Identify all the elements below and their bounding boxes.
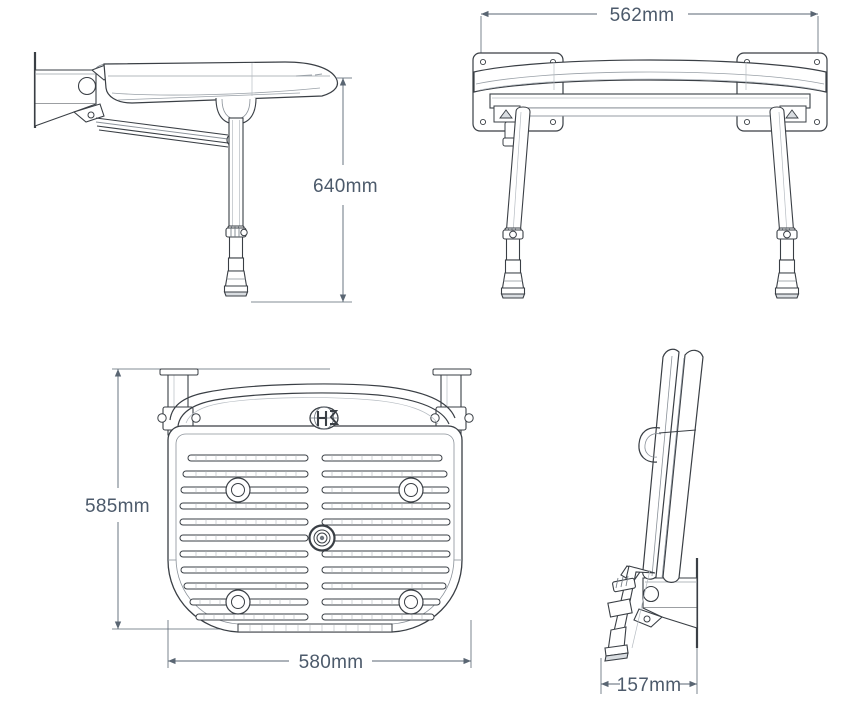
side-elevation-view: 640mm [33, 52, 378, 303]
seat-profile [103, 61, 339, 104]
slat [321, 566, 450, 574]
dimension-label-157mm: 157mm [617, 675, 682, 696]
bracket-rivet [87, 111, 95, 119]
plan-top-view: 585mm 580mm [85, 368, 474, 673]
support-leg [223, 117, 249, 297]
slat [321, 486, 450, 494]
slat [182, 470, 309, 478]
leg-adjust-collar [612, 577, 636, 593]
dimension-562mm: 562mm [480, 5, 819, 58]
screw-hole [813, 58, 821, 66]
support-leg-right [769, 106, 800, 299]
dimension-label-585mm: 585mm [85, 496, 150, 517]
slat [321, 502, 451, 510]
dimension-label-562mm: 562mm [610, 5, 675, 26]
screw-hole [743, 118, 751, 126]
dimension-580mm: 580mm [167, 620, 472, 673]
slat [321, 613, 435, 621]
brand-logo-icon [309, 406, 340, 430]
dimension-585mm: 585mm [85, 368, 330, 630]
leg-cap-left [159, 368, 199, 376]
slat [180, 566, 309, 574]
wall-bracket [34, 63, 117, 127]
pivot-boss [77, 76, 97, 96]
slat [179, 550, 309, 558]
screw-hole [479, 118, 487, 126]
seat-pan-folded [642, 348, 704, 583]
rubber-foot [604, 652, 629, 662]
backrest-arch-plan [169, 383, 456, 427]
screw-hole [813, 118, 821, 126]
leg-cap-right [432, 368, 472, 376]
seat-mounting-holes [225, 477, 424, 615]
centre-boss [308, 524, 336, 552]
dimension-640mm: 640mm [251, 77, 378, 303]
folded-leg-strut [604, 427, 662, 662]
support-leg-left [500, 106, 531, 299]
slat [179, 534, 309, 542]
slat [321, 582, 447, 590]
slat [321, 534, 451, 542]
slat [179, 518, 309, 526]
dimension-label-580mm: 580mm [299, 652, 364, 673]
dimension-157mm: 157mm [600, 648, 698, 696]
pivot-boss [642, 585, 660, 603]
seat-pan-edge-front [489, 93, 811, 117]
slat [179, 502, 309, 510]
screw-hole [479, 58, 487, 66]
slat [187, 454, 309, 462]
slat [321, 470, 448, 478]
slat [195, 613, 309, 621]
wall-bracket-folded [620, 565, 698, 629]
dimension-label-640mm: 640mm [313, 176, 378, 197]
seat-front-rail [473, 59, 827, 93]
seat-front-lip [237, 623, 393, 633]
screw-hole [549, 118, 557, 126]
slat [321, 550, 451, 558]
slat [183, 582, 309, 590]
front-elevation-view: 562mm [472, 5, 828, 299]
folded-side-view: 157mm [600, 348, 704, 696]
slat [321, 518, 451, 526]
